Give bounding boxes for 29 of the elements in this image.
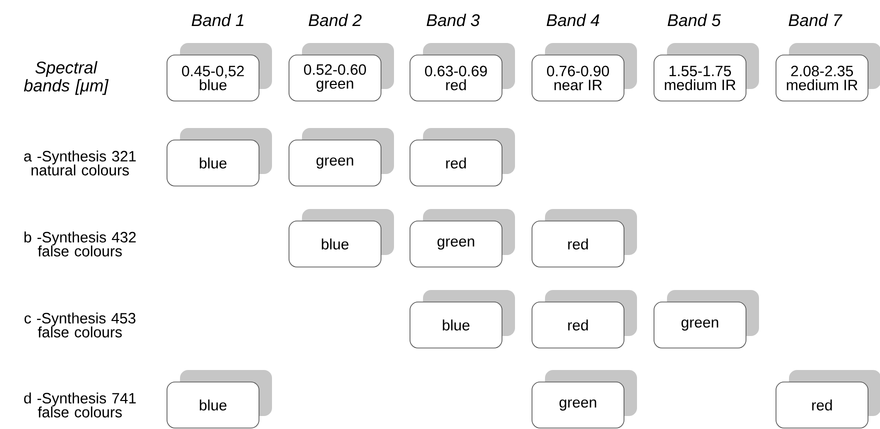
row-heading: d -Synthesis 741 false colours: [24, 392, 136, 418]
band-box: red: [532, 209, 637, 268]
band-box: red: [532, 290, 637, 348]
row-heading: c -Synthesis 453 false colours: [24, 312, 136, 338]
column-heading: Band 4: [546, 14, 600, 26]
band-box: blue: [410, 290, 515, 348]
band-box: 0.52-0.60 green: [288, 43, 394, 102]
row-heading: b -Synthesis 432 false colours: [24, 232, 136, 256]
band-box: green: [532, 370, 637, 428]
band-box: green: [410, 209, 515, 268]
column-heading: Band 5: [668, 14, 721, 26]
band-box: green: [654, 290, 759, 348]
band-box: 2.08-2.35 medium IR: [776, 43, 880, 102]
band-box: green: [288, 128, 394, 186]
band-box: 0.45-0,52 blue: [166, 43, 272, 102]
band-box: 0.76-0.90 near IR: [532, 43, 637, 102]
band-box: red: [410, 128, 515, 186]
band-box: blue: [166, 128, 272, 186]
column-heading: Band 1: [192, 14, 244, 26]
band-box: blue: [288, 209, 394, 268]
row-heading: Spectral bands [μm]: [24, 61, 109, 95]
column-heading: Band 7: [788, 14, 842, 26]
band-box: blue: [166, 370, 272, 428]
row-heading: a -Synthesis 321 natural colours: [24, 150, 136, 176]
band-box: red: [776, 370, 880, 428]
column-heading: Band 2: [308, 14, 362, 26]
band-box: 1.55-1.75 medium IR: [654, 43, 759, 102]
band-box: 0.63-0.69 red: [410, 43, 515, 102]
column-heading: Band 3: [426, 14, 480, 26]
